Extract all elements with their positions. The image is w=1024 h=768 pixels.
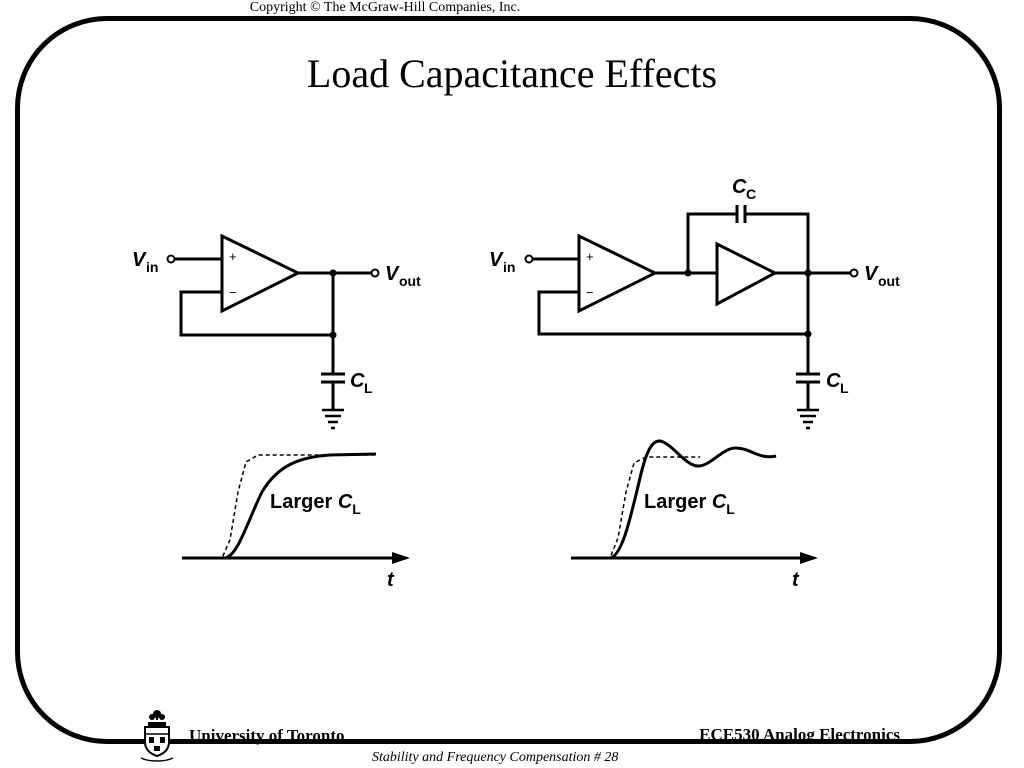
- right-plus-sign: +: [586, 249, 594, 264]
- right-vout-terminal: [849, 268, 859, 278]
- left-opamp-symbol: [220, 233, 302, 314]
- right-axis-arrow: [800, 552, 818, 564]
- right-vin-subscript: in: [503, 259, 515, 275]
- left-opamp-circuit: [166, 233, 380, 430]
- right-cl-label: C: [826, 370, 841, 392]
- left-waveform-annotation: Larger CL: [270, 491, 361, 517]
- right-buffer-symbol: [715, 241, 779, 307]
- left-vout-subscript: out: [399, 273, 421, 289]
- left-vout-label: V: [385, 263, 400, 285]
- right-minus-sign: −: [586, 285, 594, 300]
- left-vin-label: V: [132, 249, 147, 271]
- left-minus-sign: −: [229, 285, 237, 300]
- right-vin-terminal: [524, 254, 534, 264]
- left-dashed-ideal: [182, 454, 376, 559]
- copyright-notice: Copyright © The McGraw-Hill Companies, I…: [249, 0, 521, 15]
- footer-course: ECE530 Analog Electronics: [699, 725, 900, 744]
- right-waveform-annotation: Larger CL: [644, 491, 735, 517]
- right-cl-subscript: L: [840, 380, 849, 396]
- left-output-node: [329, 269, 337, 277]
- left-plus-sign: +: [229, 249, 237, 264]
- left-slow-response: [182, 452, 377, 560]
- right-vout-subscript: out: [878, 273, 900, 289]
- left-feedback-node: [329, 331, 337, 339]
- right-opamp-symbol: [577, 233, 659, 314]
- right-opamp-circuit: [524, 205, 859, 430]
- right-output-node: [804, 269, 812, 277]
- right-ringing-response: [571, 439, 777, 560]
- right-time-label: t: [792, 569, 800, 591]
- slide-title: Load Capacitance Effects: [306, 51, 718, 96]
- right-cc-label: C: [732, 176, 747, 198]
- footer-slide-number: Stability and Frequency Compensation # 2…: [372, 750, 619, 765]
- left-vin-terminal: [166, 254, 176, 264]
- left-vin-subscript: in: [146, 259, 158, 275]
- slide-frame: [15, 16, 1002, 744]
- right-opamp-output-node: [684, 269, 692, 277]
- right-feedback-node: [804, 330, 812, 338]
- right-vout-label: V: [864, 263, 879, 285]
- right-vin-label: V: [489, 249, 504, 271]
- university-crest-icon: [140, 710, 174, 762]
- left-vout-terminal: [370, 268, 380, 278]
- left-cl-subscript: L: [364, 380, 373, 396]
- footer-university: University of Toronto: [189, 726, 345, 745]
- left-axis-arrow: [392, 552, 410, 564]
- left-cl-label: C: [350, 370, 365, 392]
- left-step-response: [182, 452, 392, 560]
- right-cc-subscript: C: [746, 186, 756, 202]
- left-time-label: t: [387, 569, 395, 591]
- right-step-response: [571, 439, 800, 560]
